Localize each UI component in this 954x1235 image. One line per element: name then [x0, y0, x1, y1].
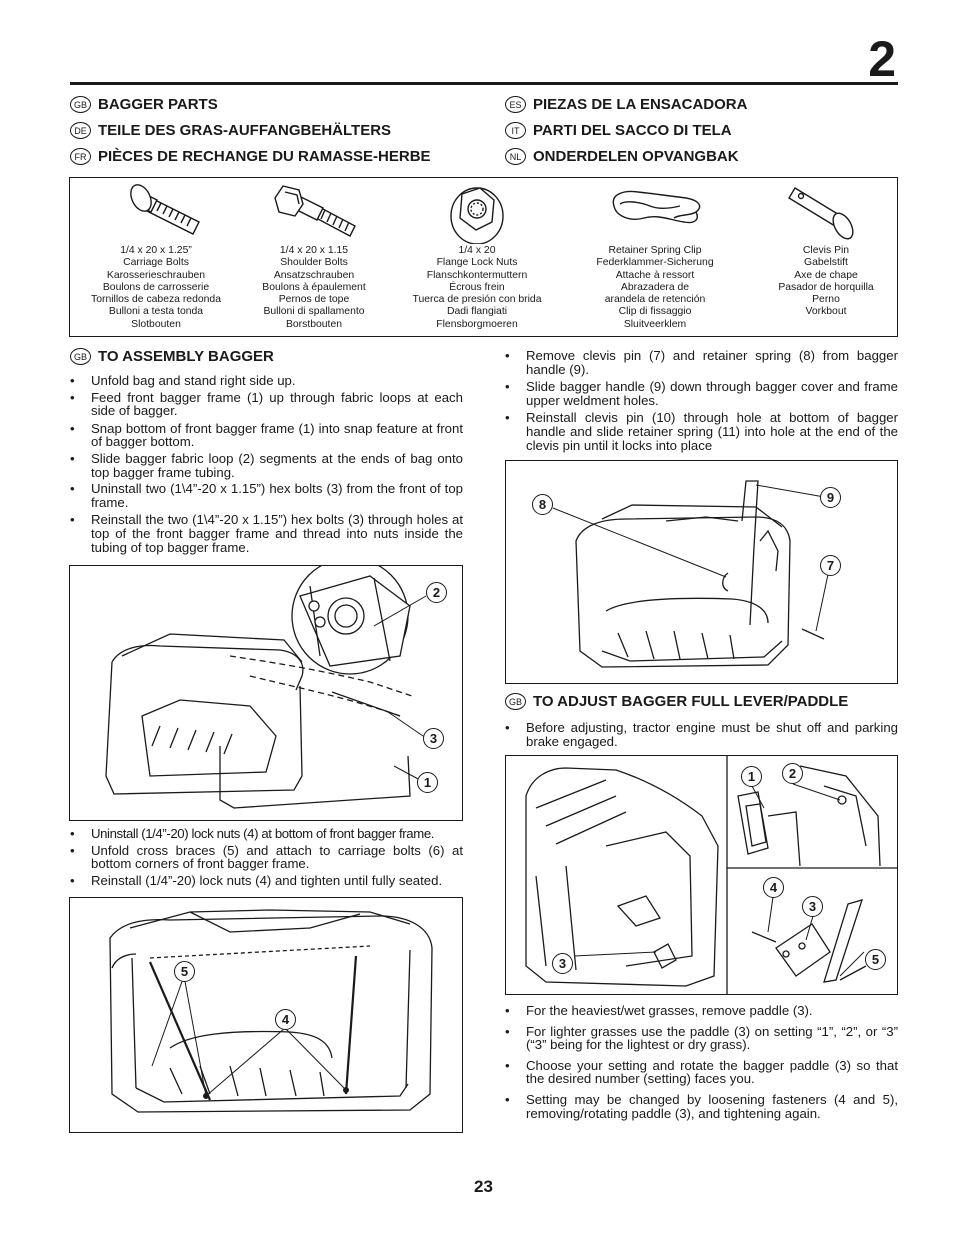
step-item: Uninstall two (1\4”-20 x 1.15”) hex bolt…	[70, 482, 463, 509]
callout-5: 5	[174, 961, 195, 982]
part-caption: 1/4 x 20 Flange Lock Nuts Flanschkonterm…	[412, 245, 542, 330]
chapter-number: 2	[868, 31, 896, 87]
shoulder-bolt-icon	[274, 185, 356, 237]
parts-table: 1/4 x 20 x 1.25” Carriage Bolts Karosser…	[69, 177, 898, 337]
part-caption: Retainer Spring Clip Federklammer-Sicher…	[596, 245, 714, 330]
step-item: Slide bagger handle (9) down through bag…	[505, 380, 898, 407]
clevis-pin-icon	[788, 187, 854, 240]
heading-text: PARTI DEL SACCO DI TELA	[533, 122, 732, 139]
callout-4: 4	[275, 1009, 296, 1030]
lang-badge-de: DE	[70, 122, 91, 139]
bagger-paddle-illustration	[525, 756, 897, 994]
page-number: 23	[474, 1177, 493, 1196]
step-item: Choose your setting and rotate the bagge…	[505, 1058, 898, 1086]
step-item: Reinstall clevis pin (10) through hole a…	[505, 411, 898, 452]
assembly-steps-b: Uninstall (1/4”-20) lock nuts (4) at bot…	[70, 827, 463, 887]
part-caption: 1/4 x 20 x 1.15 Shoulder Bolts Ansatzsch…	[262, 245, 366, 330]
header-rule	[70, 82, 898, 85]
step-item: Unfold bag and stand right side up.	[70, 374, 463, 388]
callout-3: 3	[423, 728, 444, 749]
callout-4: 4	[763, 877, 784, 898]
part-caption: Clevis Pin Gabelstift Axe de chape Pasad…	[778, 245, 874, 318]
step-item: Slide bagger fabric loop (2) segments at…	[70, 452, 463, 479]
bagger-cross-brace-illustration	[109, 909, 433, 1113]
heading-it: IT PARTI DEL SACCO DI TELA	[505, 122, 732, 139]
step-item: For lighter grasses use the paddle (3) o…	[505, 1024, 898, 1052]
step-item: Reinstall (1/4”-20) lock nuts (4) and ti…	[70, 874, 463, 888]
heading-text: PIÈCES DE RECHANGE DU RAMASSE-HERBE	[98, 148, 431, 165]
heading-de: DE TEILE DES GRAS-AUFFANGBEHÄLTERS	[70, 122, 391, 139]
callout-1: 1	[417, 772, 438, 793]
callout-7: 7	[820, 555, 841, 576]
assembly-steps-a: Unfold bag and stand right side up. Feed…	[70, 374, 463, 554]
step-item: Before adjusting, tractor engine must be…	[505, 721, 898, 748]
adjust-title: TO ADJUST BAGGER FULL LEVER/PADDLE	[533, 693, 849, 710]
heading-nl: NL ONDERDELEN OPVANGBAK	[505, 148, 739, 165]
figure-bagger-handle: 8 9 7	[505, 460, 898, 684]
callout-3-paddle: 3	[552, 953, 573, 974]
heading-text: PIEZAS DE LA ENSACADORA	[533, 96, 748, 113]
bagger-handle-illustration	[552, 480, 831, 668]
lang-badge-gb: GB	[505, 693, 526, 710]
figure-front-frame: 2 3 1	[69, 565, 463, 821]
lang-badge-it: IT	[505, 122, 526, 139]
step-item: For the heaviest/wet grasses, remove pad…	[505, 1004, 898, 1018]
part-caption: 1/4 x 20 x 1.25” Carriage Bolts Karosser…	[91, 245, 221, 330]
callout-5: 5	[865, 949, 886, 970]
heading-text: TEILE DES GRAS-AUFFANGBEHÄLTERS	[98, 122, 392, 139]
adjust-heading: GB TO ADJUST BAGGER FULL LEVER/PADDLE	[505, 693, 848, 710]
lang-badge-gb: GB	[70, 348, 91, 365]
callout-1: 1	[741, 766, 762, 787]
step-item: Uninstall (1/4”-20) lock nuts (4) at bot…	[70, 827, 463, 841]
step-item: Snap bottom of front bagger frame (1) in…	[70, 421, 463, 449]
spring-clip-icon	[612, 190, 701, 224]
part-spring-clip: Retainer Spring Clip Federklammer-Sicher…	[575, 178, 735, 336]
figure-cross-braces: 5 4	[69, 897, 463, 1133]
lang-badge-es: ES	[505, 96, 526, 113]
step-item: Unfold cross braces (5) and attach to ca…	[70, 843, 463, 871]
step-item: Feed front bagger frame (1) up through f…	[70, 390, 463, 418]
flange-nut-icon	[450, 187, 504, 244]
step-item: Setting may be changed by loosening fast…	[505, 1093, 898, 1120]
assembly-heading: GB TO ASSEMBLY BAGGER	[70, 348, 274, 365]
part-clevis-pin: Clevis Pin Gabelstift Axe de chape Pasad…	[746, 178, 906, 336]
callout-3: 3	[802, 896, 823, 917]
heading-es: ES PIEZAS DE LA ENSACADORA	[505, 96, 747, 113]
lang-badge-gb: GB	[70, 96, 91, 113]
part-shoulder-bolt: 1/4 x 20 x 1.15 Shoulder Bolts Ansatzsch…	[234, 178, 394, 336]
heading-text: BAGGER PARTS	[98, 96, 218, 113]
figure-adjust-paddle: 1 2 4 3 3 5	[505, 755, 898, 995]
part-carriage-bolt: 1/4 x 20 x 1.25” Carriage Bolts Karosser…	[76, 178, 236, 336]
heading-gb: GB BAGGER PARTS	[70, 96, 218, 113]
adjust-pre-steps: Before adjusting, tractor engine must be…	[505, 721, 898, 748]
assembly-title: TO ASSEMBLY BAGGER	[98, 348, 274, 365]
callout-2: 2	[426, 582, 447, 603]
callout-2: 2	[782, 763, 803, 784]
lang-badge-fr: FR	[70, 148, 91, 165]
heading-text: ONDERDELEN OPVANGBAK	[533, 148, 739, 165]
lang-badge-nl: NL	[505, 148, 526, 165]
carriage-bolt-icon	[130, 184, 200, 235]
part-flange-nut: 1/4 x 20 Flange Lock Nuts Flanschkonterm…	[397, 178, 557, 336]
step-item: Reinstall the two (1\4”-20 x 1.15”) hex …	[70, 513, 463, 554]
handle-steps: Remove clevis pin (7) and retainer sprin…	[505, 349, 898, 452]
bagger-front-frame-illustration	[105, 566, 427, 809]
callout-9: 9	[820, 487, 841, 508]
callout-8: 8	[532, 494, 553, 515]
step-item: Remove clevis pin (7) and retainer sprin…	[505, 349, 898, 376]
adjust-steps: For the heaviest/wet grasses, remove pad…	[505, 1004, 898, 1120]
heading-fr: FR PIÈCES DE RECHANGE DU RAMASSE-HERBE	[70, 148, 431, 165]
